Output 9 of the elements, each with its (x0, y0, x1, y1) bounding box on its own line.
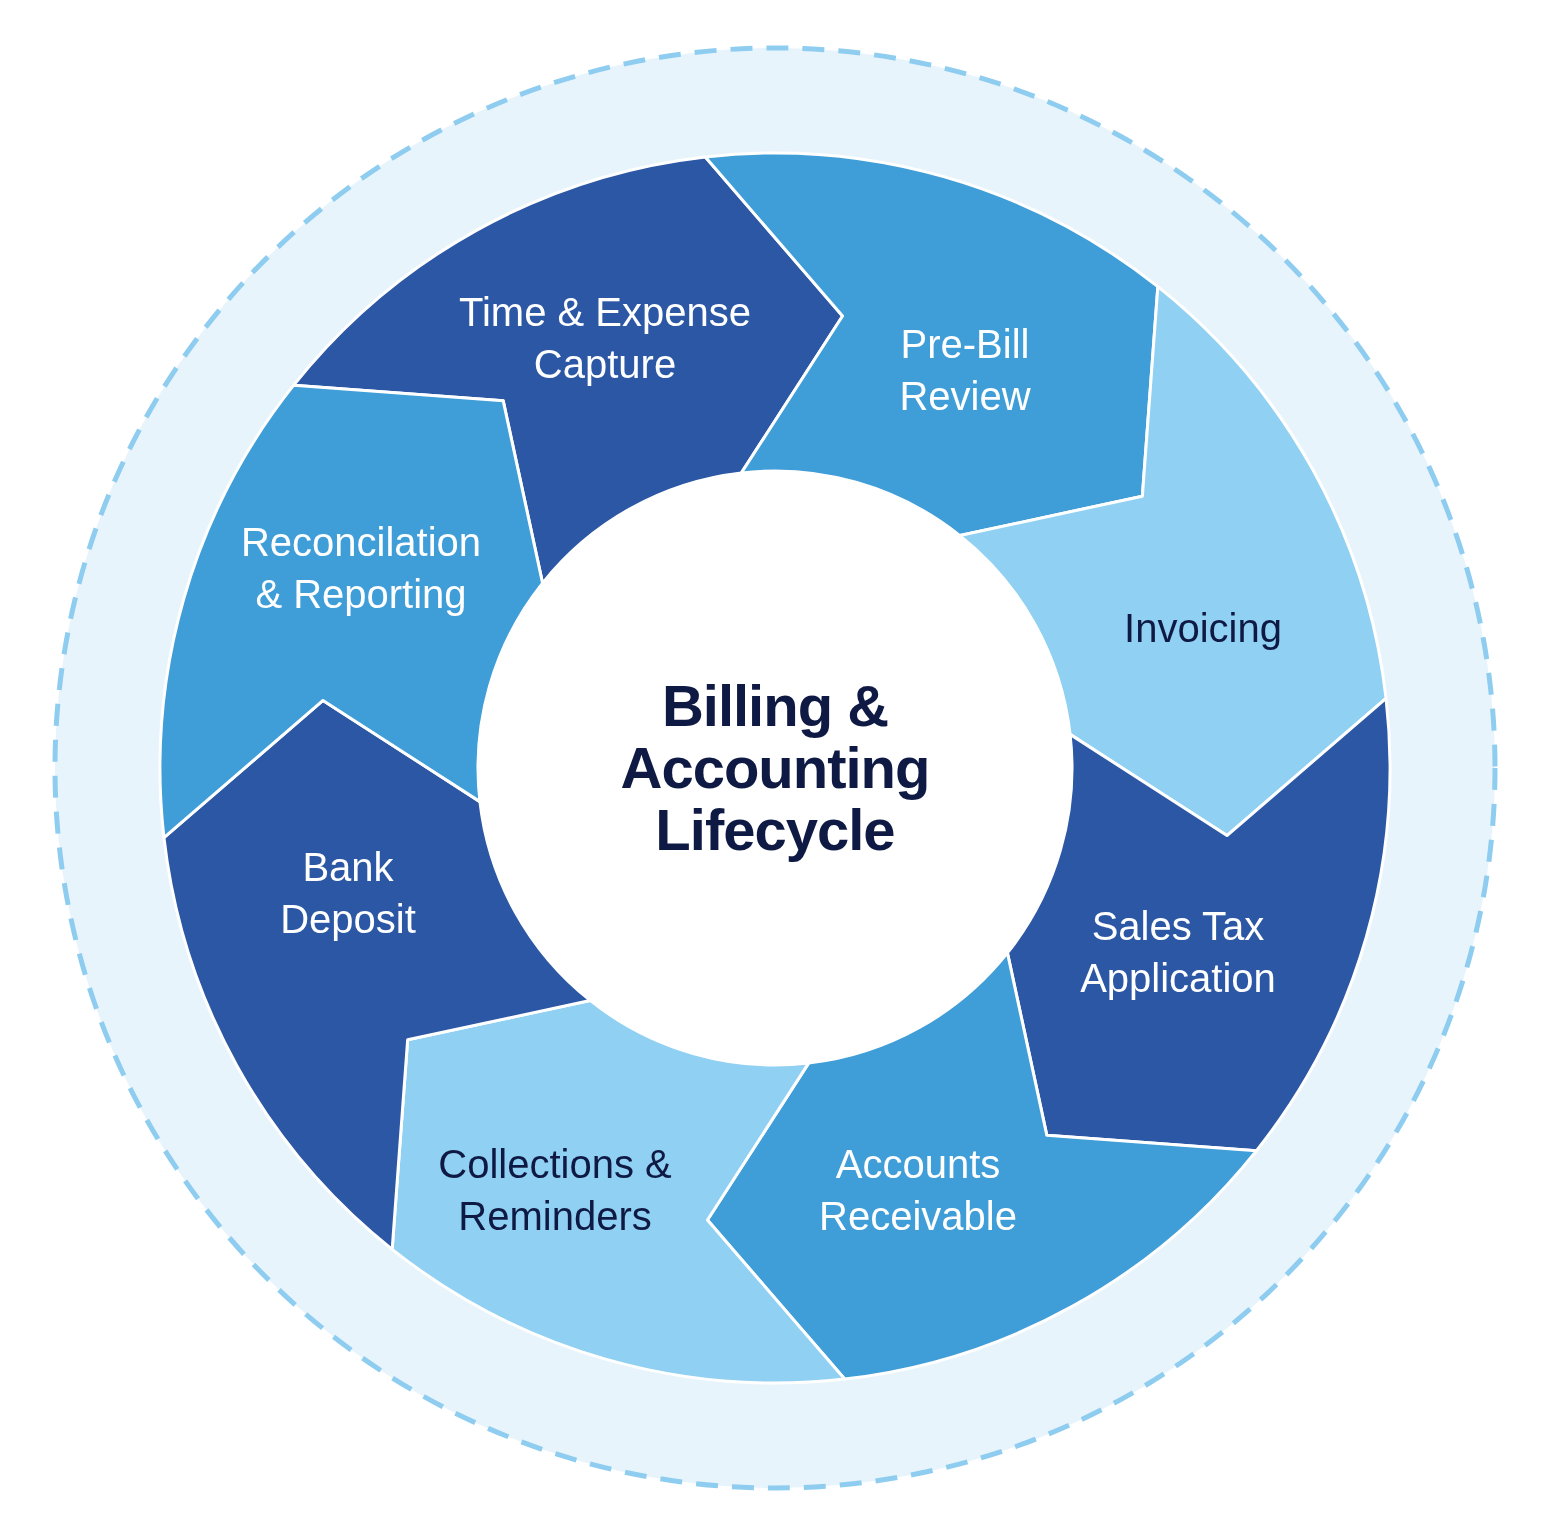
segment-label: Bank Deposit (279, 844, 417, 943)
segment-label: Pre-Bill Review (898, 321, 1032, 420)
segment-label: Sales Tax Application (1079, 903, 1277, 1002)
segment-label: Reconcilation & Reporting (239, 519, 483, 618)
center-title: Billing & Accounting Lifecycle (619, 675, 931, 861)
segment-label: Accounts Receivable (818, 1141, 1018, 1240)
segment-label: Collections & Reminders (437, 1141, 673, 1240)
segment-label: Invoicing (1123, 605, 1283, 652)
segment-label: Time & Expense Capture (458, 289, 752, 388)
